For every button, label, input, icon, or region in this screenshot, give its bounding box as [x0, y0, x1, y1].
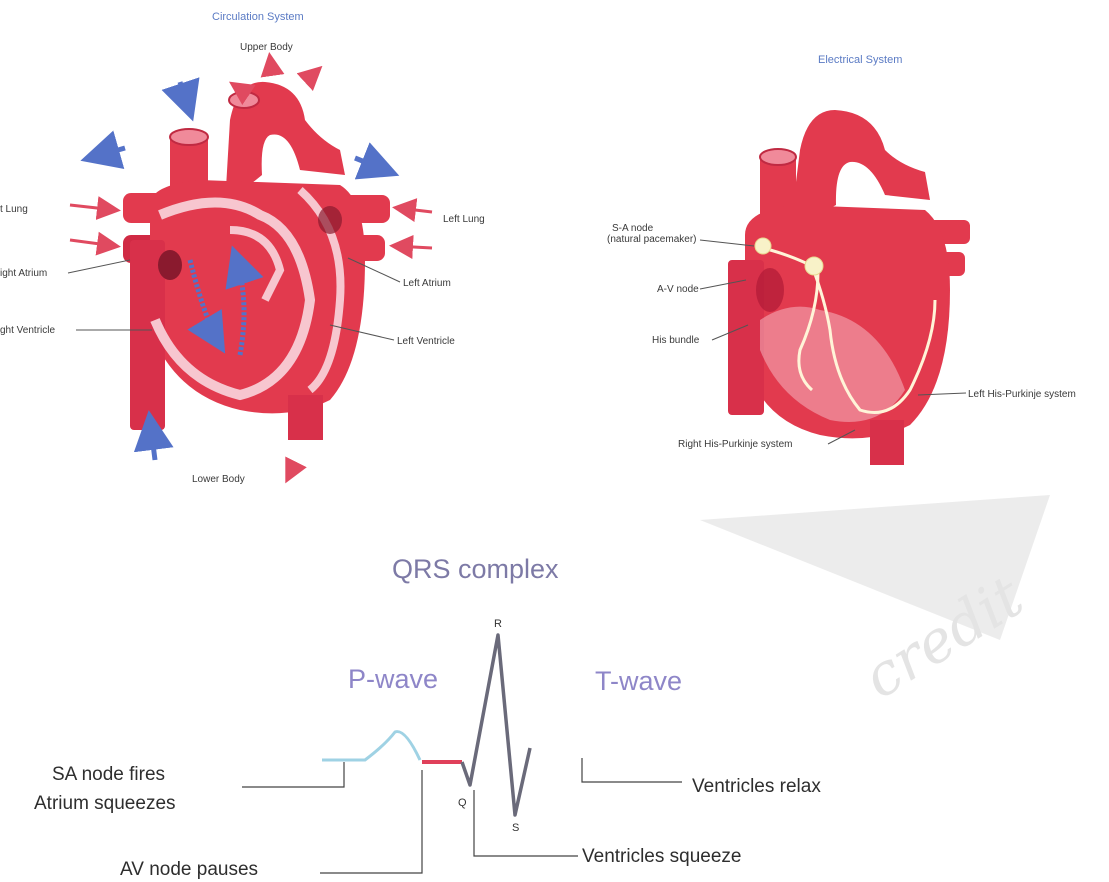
label-av-node-pauses: AV node pauses	[120, 859, 258, 880]
arrow-upper-body-2	[270, 58, 272, 72]
svc-opening	[170, 129, 208, 145]
e-descending-aorta	[870, 420, 904, 465]
circulation-heart: Circulation System	[0, 11, 485, 485]
arrow-svc-in	[180, 82, 190, 112]
electrical-heart: Electrical System S-A node (natural pace…	[607, 54, 1076, 465]
t-wave-title: T-wave	[595, 666, 682, 696]
label-av-node: A-V node	[657, 284, 699, 295]
label-upper-body: Upper Body	[240, 42, 293, 53]
label-left-ventricle: Left Ventricle	[397, 336, 455, 347]
arrow-to-right-lung	[90, 148, 125, 158]
arrow-lung-in-right-2	[395, 246, 432, 248]
leader-sa-fires	[242, 762, 344, 787]
arrow-upper-body-3	[305, 70, 318, 82]
p-wave-title: P-wave	[348, 664, 438, 694]
e-svc-opening	[760, 149, 796, 165]
label-left-lung-l: t Lung	[0, 204, 28, 215]
qrs-complex-title: QRS complex	[392, 554, 559, 584]
label-right-ventricle: ght Ventricle	[0, 325, 55, 336]
arrow-lung-in-left-1	[70, 205, 115, 210]
arrow-lung-in-left-2	[70, 240, 115, 246]
sa-node-dot	[755, 238, 771, 254]
circulation-title: Circulation System	[212, 11, 304, 23]
leader-av-pauses	[320, 770, 422, 873]
p-wave-trace	[322, 732, 420, 760]
label-sa-node: S-A node	[612, 223, 654, 234]
leader-ventricles-relax	[582, 758, 682, 782]
label-left-his: Left His-Purkinje system	[968, 389, 1076, 400]
label-lower-body: Lower Body	[192, 474, 245, 485]
electrical-title: Electrical System	[818, 54, 902, 66]
label-left-lung-r: Left Lung	[443, 214, 485, 225]
label-left-atrium: Left Atrium	[403, 278, 451, 289]
arrow-lower-body	[288, 462, 296, 478]
right-atrium-chamber	[158, 250, 182, 280]
label-atrium-squeezes: Atrium squeezes	[34, 793, 176, 814]
label-ventricles-squeeze: Ventricles squeeze	[582, 846, 742, 867]
arrow-to-left-lung	[355, 158, 390, 172]
label-q: Q	[458, 797, 467, 809]
ecg-diagram: QRS complex P-wave T-wave R Q S SA node …	[34, 554, 821, 880]
arrow-lung-in-right-1	[398, 208, 432, 212]
qrs-trace	[462, 635, 530, 815]
label-r: R	[494, 618, 502, 630]
label-right-his: Right His-Purkinje system	[678, 439, 792, 450]
label-sa-node-sub: (natural pacemaker)	[607, 234, 696, 245]
watermark: credit	[700, 495, 1050, 712]
e-right-atrium-chamber	[756, 268, 784, 312]
leader-ventricles-squeeze	[474, 790, 578, 856]
aorta-opening	[229, 92, 259, 108]
label-s: S	[512, 822, 519, 834]
label-right-atrium: ight Atrium	[0, 268, 47, 279]
label-his-bundle: His bundle	[652, 335, 700, 346]
av-node-dot	[805, 257, 823, 275]
descending-aorta	[288, 395, 323, 440]
left-atrium-chamber	[318, 206, 342, 234]
leader-right-atrium	[68, 260, 130, 273]
label-sa-node-fires: SA node fires	[52, 764, 165, 785]
label-ventricles-relax: Ventricles relax	[692, 776, 821, 797]
